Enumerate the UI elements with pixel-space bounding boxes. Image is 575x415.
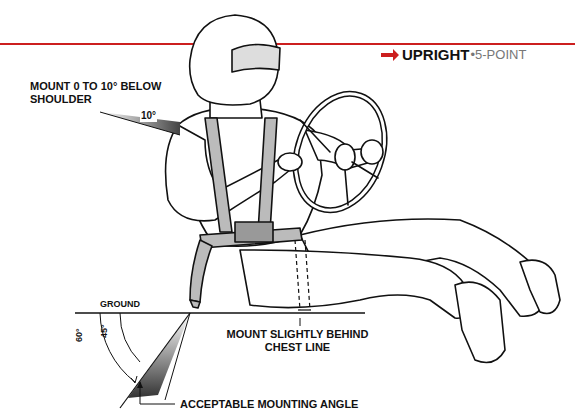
- angle-value: 10°: [140, 110, 157, 122]
- heading-sub: •5-POINT: [471, 48, 527, 63]
- heading-title: UPRIGHT: [402, 46, 470, 63]
- chest-note: MOUNT SLIGHTLY BEHIND CHEST LINE: [210, 328, 385, 353]
- ground-label: GROUND: [100, 299, 140, 309]
- shoulder-note: MOUNT 0 TO 10° BELOW SHOULDER: [30, 80, 168, 105]
- angle-value: 45°: [99, 324, 109, 338]
- angle-note: ACCEPTABLE MOUNTING ANGLE: [180, 398, 358, 411]
- angle-value: 60°: [74, 328, 84, 342]
